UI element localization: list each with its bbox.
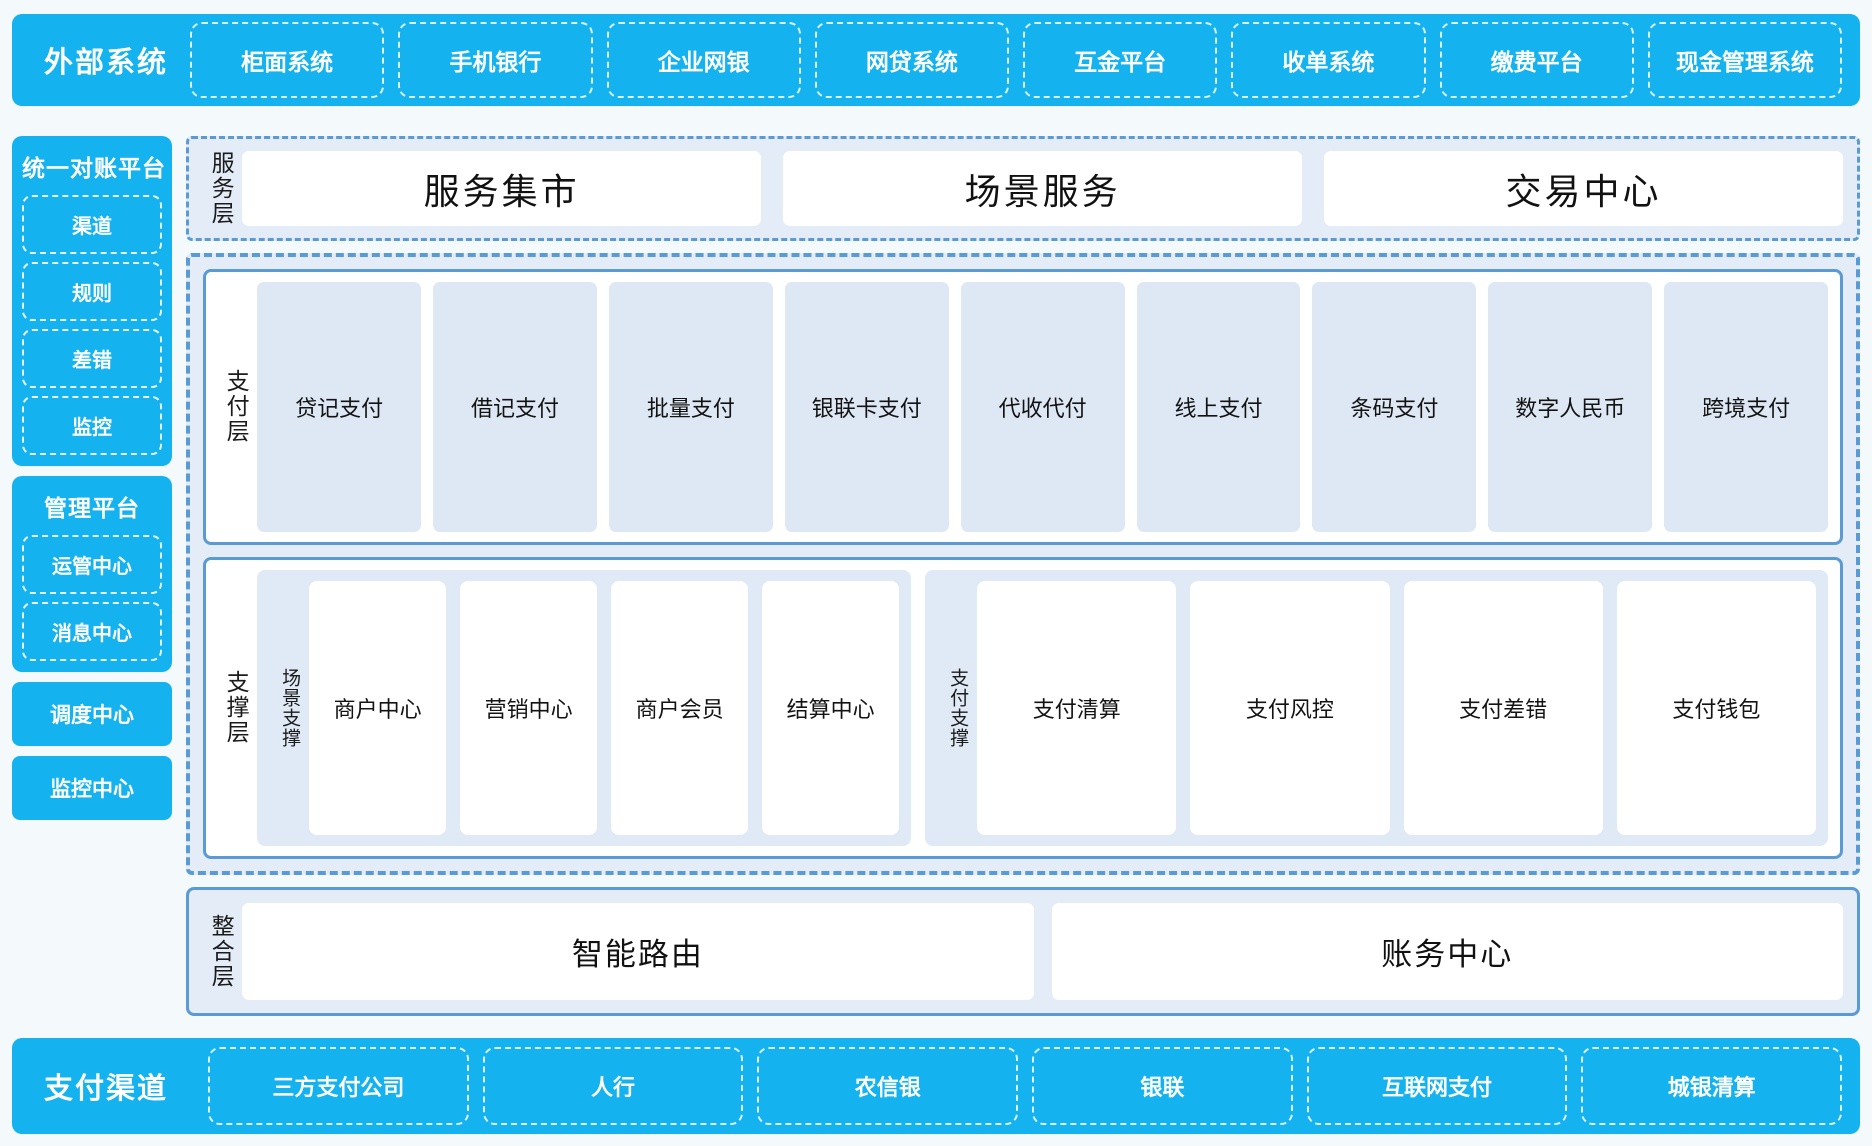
integration-card[interactable]: 账务中心 — [1051, 903, 1844, 1000]
payment-tile[interactable]: 贷记支付 — [257, 282, 422, 532]
payment-channels-list: 三方支付公司 人行 农信银 银联 互联网支付 城银清算 — [208, 1047, 1843, 1125]
payment-channels-banner: 支付渠道 三方支付公司 人行 农信银 银联 互联网支付 城银清算 — [12, 1038, 1860, 1134]
scene-support-label: 场景支撑 — [279, 667, 301, 748]
service-card[interactable]: 服务集市 — [242, 151, 762, 226]
payment-channel-item[interactable]: 三方支付公司 — [208, 1047, 469, 1125]
support-tile[interactable]: 支付差错 — [1403, 580, 1603, 835]
support-tile[interactable]: 商户中心 — [309, 580, 447, 835]
external-systems-banner: 外部系统 柜面系统 手机银行 企业网银 网贷系统 互金平台 收单系统 缴费平台 … — [12, 14, 1860, 106]
support-tile[interactable]: 支付清算 — [977, 580, 1177, 835]
service-layer-label: 服务层 — [208, 151, 235, 226]
payment-support-box: 支付层 贷记支付 借记支付 批量支付 银联卡支付 代收代付 线上支付 条码支付 … — [186, 253, 1860, 875]
management-item[interactable]: 运管中心 — [22, 535, 162, 594]
left-rail: 统一对账平台 渠道 规则 差错 监控 管理平台 运管中心 消息中心 调度中心 监… — [12, 136, 172, 1016]
payment-channels-title: 支付渠道 — [44, 1073, 169, 1105]
reconciliation-item[interactable]: 规则 — [22, 262, 162, 321]
management-platform-card: 管理平台 运管中心 消息中心 — [12, 476, 172, 672]
reconciliation-platform-title: 统一对账平台 — [22, 155, 166, 181]
reconciliation-item[interactable]: 差错 — [22, 329, 162, 388]
service-card[interactable]: 场景服务 — [783, 151, 1303, 226]
payment-tile[interactable]: 数字人民币 — [1488, 282, 1653, 532]
monitoring-center-box[interactable]: 监控中心 — [12, 756, 172, 820]
reconciliation-platform-card: 统一对账平台 渠道 规则 差错 监控 — [12, 136, 172, 466]
external-system-item[interactable]: 互金平台 — [1023, 22, 1218, 98]
support-layer-panel: 支撑层 场景支撑 商户中心 营销中心 商户会员 结算中心 — [203, 556, 1843, 859]
payment-support-label: 支付支撑 — [947, 667, 969, 748]
external-system-item[interactable]: 缴费平台 — [1439, 22, 1634, 98]
support-layer-groups: 场景支撑 商户中心 营销中心 商户会员 结算中心 支付支撑 支付清算 — [257, 569, 1828, 846]
layer-stack: 服务层 服务集市 场景服务 交易中心 支付层 贷记支付 借记支付 批量支付 银联… — [186, 136, 1860, 1016]
integration-layer-cards: 智能路由 账务中心 — [242, 903, 1844, 1000]
support-tile[interactable]: 支付钱包 — [1616, 580, 1817, 835]
scheduling-center-box[interactable]: 调度中心 — [12, 682, 172, 746]
support-tile[interactable]: 商户会员 — [611, 580, 749, 835]
payment-channel-item[interactable]: 银联 — [1032, 1047, 1293, 1125]
payment-tile[interactable]: 条码支付 — [1312, 282, 1477, 532]
management-platform-title: 管理平台 — [44, 495, 140, 521]
support-tile[interactable]: 结算中心 — [762, 580, 900, 835]
support-layer-label: 支撑层 — [223, 670, 250, 746]
external-system-item[interactable]: 收单系统 — [1231, 22, 1426, 98]
payment-channel-item[interactable]: 互联网支付 — [1306, 1047, 1568, 1125]
payment-channel-item[interactable]: 城银清算 — [1581, 1047, 1843, 1125]
reconciliation-item[interactable]: 渠道 — [22, 195, 162, 254]
payment-layer-tiles: 贷记支付 借记支付 批量支付 银联卡支付 代收代付 线上支付 条码支付 数字人民… — [257, 282, 1829, 532]
external-system-item[interactable]: 网贷系统 — [814, 22, 1010, 98]
payment-tile[interactable]: 银联卡支付 — [784, 282, 949, 532]
external-system-item[interactable]: 企业网银 — [606, 22, 801, 98]
payment-tile[interactable]: 线上支付 — [1136, 282, 1301, 532]
external-system-item[interactable]: 手机银行 — [398, 22, 593, 98]
payment-layer-panel: 支付层 贷记支付 借记支付 批量支付 银联卡支付 代收代付 线上支付 条码支付 … — [203, 269, 1843, 545]
support-tile[interactable]: 支付风控 — [1190, 580, 1390, 835]
payment-tile[interactable]: 借记支付 — [433, 282, 597, 532]
reconciliation-item[interactable]: 监控 — [22, 396, 162, 455]
payment-channel-item[interactable]: 人行 — [482, 1047, 744, 1125]
external-systems-title: 外部系统 — [44, 47, 169, 79]
payment-support-tiles: 支付清算 支付风控 支付差错 支付钱包 — [977, 580, 1817, 835]
scene-support-group: 场景支撑 商户中心 营销中心 商户会员 结算中心 — [257, 569, 912, 846]
scene-support-tiles: 商户中心 营销中心 商户会员 结算中心 — [309, 580, 900, 835]
service-layer-box: 服务层 服务集市 场景服务 交易中心 — [186, 136, 1860, 241]
support-tile[interactable]: 营销中心 — [460, 580, 598, 835]
payment-tile[interactable]: 代收代付 — [960, 282, 1125, 532]
payment-tile[interactable]: 批量支付 — [608, 282, 773, 532]
payment-tile[interactable]: 跨境支付 — [1664, 282, 1829, 532]
service-layer-cards: 服务集市 场景服务 交易中心 — [242, 151, 1843, 226]
external-system-item[interactable]: 柜面系统 — [190, 22, 385, 98]
service-card[interactable]: 交易中心 — [1324, 151, 1843, 226]
payment-layer-label: 支付层 — [223, 369, 250, 445]
integration-card[interactable]: 智能路由 — [242, 903, 1034, 1000]
external-systems-list: 柜面系统 手机银行 企业网银 网贷系统 互金平台 收单系统 缴费平台 现金管理系… — [190, 22, 1843, 98]
integration-layer-label: 整合层 — [208, 914, 235, 989]
payment-support-group: 支付支撑 支付清算 支付风控 支付差错 支付钱包 — [925, 569, 1828, 846]
integration-layer-panel: 整合层 智能路由 账务中心 — [186, 887, 1860, 1016]
platform-body: 统一对账平台 渠道 规则 差错 监控 管理平台 运管中心 消息中心 调度中心 监… — [12, 136, 1860, 1016]
external-system-item[interactable]: 现金管理系统 — [1647, 22, 1843, 98]
management-item[interactable]: 消息中心 — [22, 602, 162, 661]
payment-channel-item[interactable]: 农信银 — [757, 1047, 1019, 1125]
